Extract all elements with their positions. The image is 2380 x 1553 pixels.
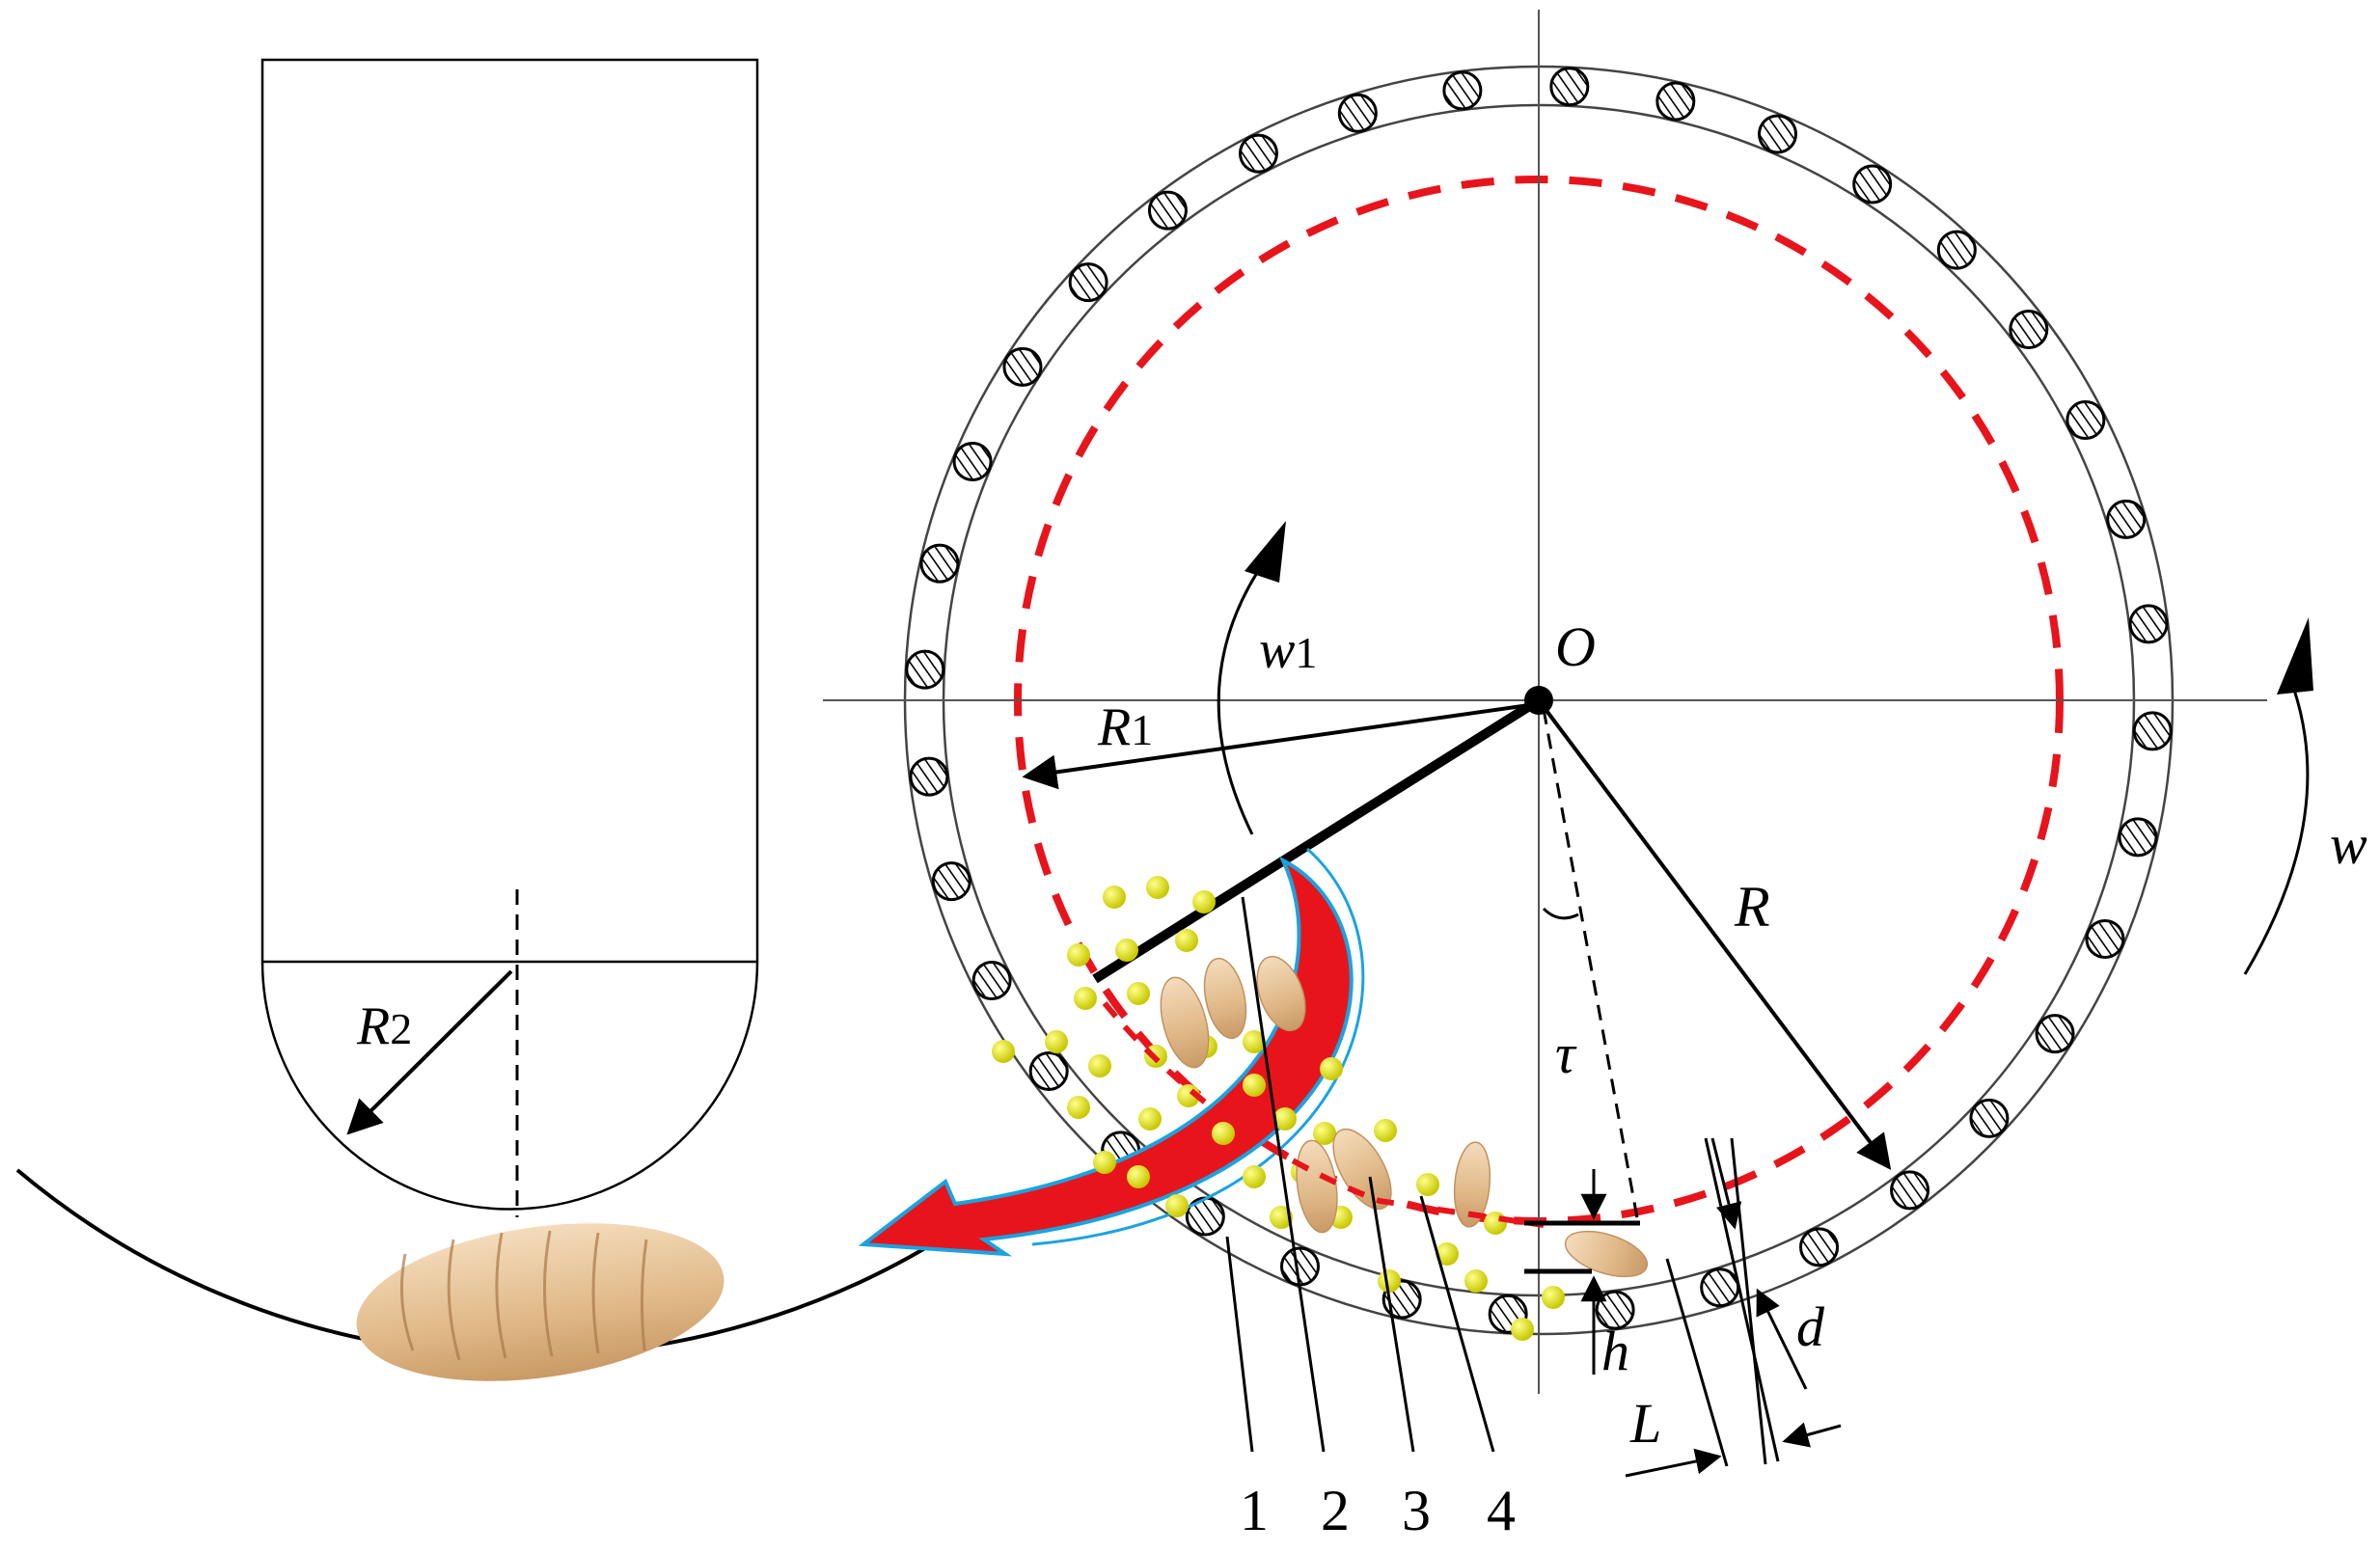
label-h: h [1601, 1320, 1629, 1382]
part-label-2: 2 [1321, 1479, 1350, 1542]
w-rotation-arrow [2243, 689, 2310, 975]
roller-icon [1969, 1098, 2010, 1138]
larva-icon [1160, 976, 1210, 1069]
discharge-arrow [858, 847, 1365, 1257]
roller-icon [931, 861, 971, 902]
label-w1: w1 [1259, 620, 1317, 680]
pellet-icon [1374, 1119, 1397, 1142]
pellet-icon [1212, 1122, 1235, 1145]
pellet-icon [1127, 1165, 1150, 1188]
label-r: R [1734, 875, 1770, 939]
pellet-icon [1088, 1054, 1111, 1077]
label-r1: R1 [1097, 697, 1153, 757]
dimension-lines [1524, 1137, 1842, 1478]
pellet-icon [1313, 1122, 1336, 1145]
roller-icon [905, 649, 945, 690]
roller-icon [1799, 1227, 1840, 1267]
pellet-icon [1243, 1074, 1266, 1097]
part-leaders [1225, 896, 1495, 1453]
roller-icon [2132, 711, 2173, 751]
w1-rotation-arrow [1217, 559, 1268, 835]
pellet-icon [992, 1040, 1015, 1063]
label-l: L [1629, 1392, 1661, 1455]
scraper-blade [1092, 695, 1542, 984]
roller-icon [1028, 1051, 1069, 1092]
r-radius-arrow [1540, 702, 1892, 1170]
pellet-icon [1436, 1242, 1459, 1266]
label-d: d [1796, 1295, 1825, 1358]
pellet-icon [1416, 1173, 1439, 1196]
part-label-1: 1 [1240, 1479, 1269, 1542]
larva-icon [1203, 957, 1247, 1040]
pellet-icon [1138, 1107, 1162, 1131]
pellet-icon [1067, 943, 1090, 967]
pellet-icon [1165, 1194, 1189, 1217]
part-label-4: 4 [1487, 1479, 1516, 1542]
pellet-icon [1542, 1286, 1565, 1309]
pellet-icon [1115, 939, 1138, 962]
label-r2: R2 [356, 996, 412, 1056]
roller-icon [1758, 114, 1798, 154]
r1-radius-arrow [1022, 702, 1537, 790]
pellet-icon [1103, 885, 1126, 909]
roller-icon [971, 961, 1012, 1001]
roller-icon [1147, 190, 1188, 231]
roller-icon [1002, 346, 1043, 387]
pellet-icon [1484, 1212, 1507, 1235]
pellet-icon [1127, 982, 1150, 1005]
roller-icon [2065, 399, 2106, 440]
center-point [1524, 686, 1553, 715]
label-o: O [1555, 615, 1596, 678]
roller-icon [919, 543, 960, 584]
roller-icon [2118, 817, 2158, 858]
roller-icon [1068, 262, 1108, 303]
pellet-icon [1093, 1151, 1116, 1174]
pellet-icon [1192, 890, 1216, 913]
roller-icon [2106, 499, 2147, 539]
roller-icon [2009, 309, 2049, 349]
roller-icon [1549, 67, 1590, 107]
larva-icon [1256, 955, 1306, 1032]
pellet-icon [1273, 1107, 1297, 1131]
larva-icon [1332, 1128, 1392, 1211]
roller-icon [909, 756, 949, 797]
pellet-icon [1175, 929, 1198, 952]
roller-icon [2128, 604, 2169, 644]
pellet-icon [1270, 1206, 1293, 1229]
r2-radius-arrow [346, 969, 513, 1135]
press-block [260, 58, 759, 1217]
larva-icon [1453, 1141, 1491, 1228]
roller-icon [952, 441, 993, 481]
pellet-icon [1378, 1269, 1401, 1293]
roller-icon [2035, 1014, 2075, 1054]
pellet-icon [1320, 1057, 1343, 1080]
pellet-icon [1464, 1269, 1488, 1293]
larva-icon [1564, 1230, 1649, 1278]
pellet-icon [1243, 1165, 1266, 1188]
roller-icon [1936, 230, 1977, 270]
pellet-icon [1243, 1030, 1266, 1053]
pellet-icon [1511, 1318, 1534, 1341]
roller-icon [1852, 164, 1893, 204]
roller-icon [1238, 133, 1278, 174]
roller-icon [1700, 1267, 1740, 1308]
pellet-icon [1067, 1096, 1090, 1119]
pellet-icon [1074, 987, 1097, 1010]
pellet-icon [1146, 876, 1169, 899]
larva-icon [356, 1223, 725, 1381]
roller-icon [2085, 919, 2125, 960]
label-tau: τ [1555, 1022, 1577, 1085]
roller-icon [1890, 1170, 1930, 1211]
roller-icon [1279, 1246, 1320, 1287]
pellet-icon [1045, 1030, 1068, 1053]
roller-icon [1655, 81, 1696, 122]
roller-icon [1337, 93, 1378, 133]
small-larva-icon [1160, 955, 1649, 1278]
part-label-3: 3 [1402, 1479, 1431, 1542]
larva-icon [1296, 1139, 1338, 1234]
tau-dashed-line [1542, 708, 1640, 1224]
roller-icon [1442, 70, 1483, 111]
label-w: w [2330, 813, 2367, 876]
